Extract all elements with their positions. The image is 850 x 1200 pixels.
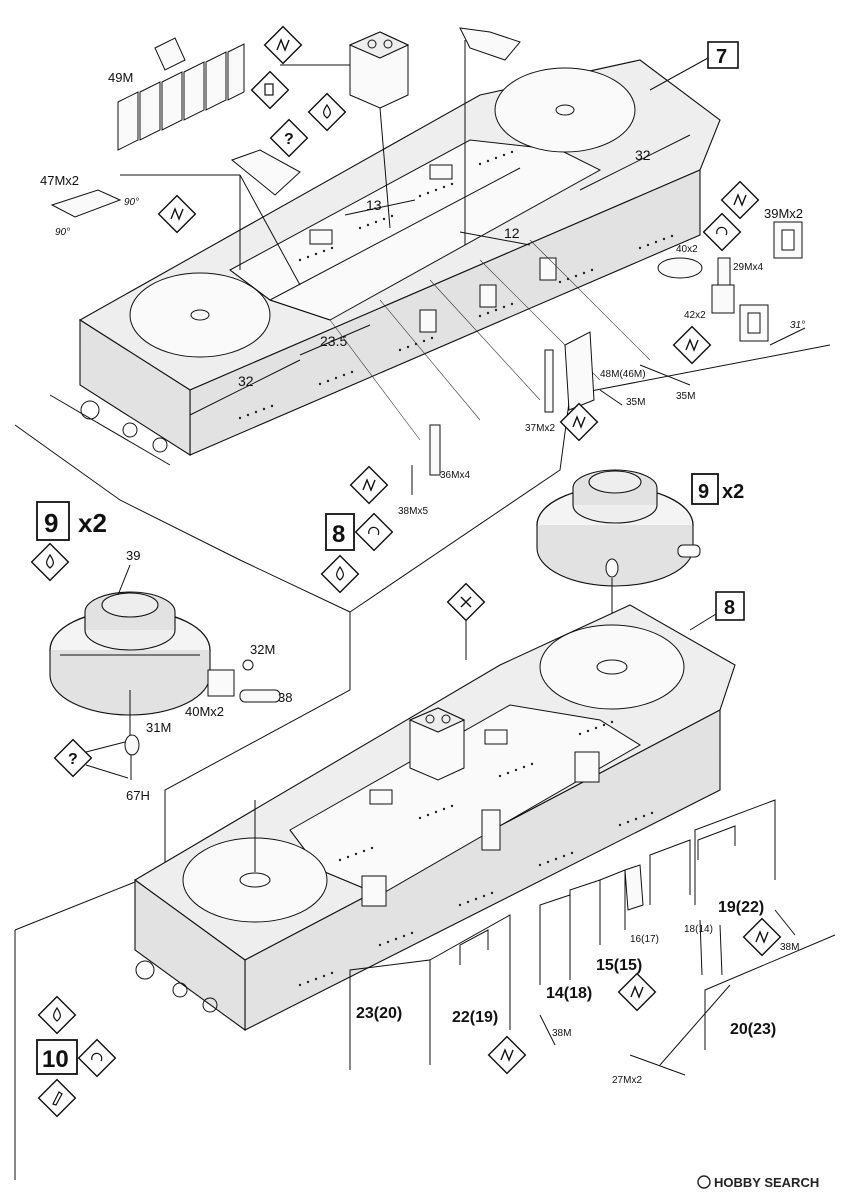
label-37Mx2: 37Mx2 bbox=[525, 423, 555, 434]
turret-ring-front bbox=[129, 272, 271, 358]
label-39Mx2: 39Mx2 bbox=[764, 206, 803, 221]
side-armor-guides bbox=[329, 239, 651, 476]
question-icon-upper: ? bbox=[269, 118, 309, 158]
label-22-19: 22(19) bbox=[452, 1009, 498, 1026]
label-29Mx4: 29Mx4 bbox=[733, 262, 763, 273]
glue-icon-lower-2 bbox=[617, 972, 657, 1012]
hull-lower-assembly bbox=[133, 604, 736, 1032]
dimension-13: 13 bbox=[366, 197, 382, 213]
glue-icon-upper-3 bbox=[720, 180, 760, 220]
brush-icon-step10 bbox=[37, 1078, 77, 1118]
glue-icon-lower-1 bbox=[742, 917, 782, 957]
hull-upper-assembly bbox=[49, 59, 721, 466]
label-38Mx5: 38Mx5 bbox=[398, 506, 428, 517]
turret-left bbox=[49, 564, 281, 780]
rotate-icon-upper bbox=[702, 212, 742, 252]
svg-text:9: 9 bbox=[698, 481, 709, 503]
step-10-badge: 10 bbox=[36, 1039, 78, 1075]
label-36Mx4: 36Mx4 bbox=[440, 470, 470, 481]
leader-lines-upper bbox=[120, 27, 521, 286]
turret-right-assembled bbox=[536, 469, 701, 665]
label-19-22: 19(22) bbox=[718, 899, 764, 916]
rear-hatch-parts: 39Mx2 40x2 29Mx4 42x2 31° 48M(46M) 35M 3… bbox=[398, 206, 806, 517]
step-9-left-badge: 9 x2 bbox=[36, 501, 107, 541]
dimension-32-bottom: 32 bbox=[238, 373, 254, 389]
step-8-main-badge: 8 bbox=[689, 591, 745, 631]
rotate-icon-step10 bbox=[77, 1038, 117, 1078]
svg-text:?: ? bbox=[284, 131, 294, 148]
label-38M-right: 38M bbox=[780, 942, 799, 953]
dimension-12: 12 bbox=[504, 225, 520, 241]
label-16-17: 16(17) bbox=[630, 934, 659, 945]
step-8-top-badge: 8 bbox=[325, 513, 355, 551]
label-27Mx2: 27Mx2 bbox=[612, 1075, 642, 1086]
drop-icon-step8 bbox=[320, 554, 360, 594]
label-48M: 48M(46M) bbox=[600, 369, 646, 380]
svg-text:90°: 90° bbox=[55, 227, 70, 238]
svg-text:?: ? bbox=[68, 751, 78, 768]
glue-icon-upper-5 bbox=[559, 402, 599, 442]
svg-text:8: 8 bbox=[332, 521, 345, 548]
svg-text:9: 9 bbox=[44, 508, 58, 538]
svg-text:8: 8 bbox=[724, 597, 735, 619]
label-67H: 67H bbox=[126, 788, 150, 803]
turret-ring-rear bbox=[494, 67, 636, 153]
label-38M-left: 38M bbox=[552, 1028, 571, 1039]
label-35M-a: 35M bbox=[626, 397, 645, 408]
drop-icon-upper bbox=[307, 92, 347, 132]
rotate-icon-step8 bbox=[354, 512, 394, 552]
svg-text:31°: 31° bbox=[790, 320, 805, 331]
dimension-32-top: 32 bbox=[635, 147, 651, 163]
glue-icon-upper-1 bbox=[263, 25, 303, 65]
label-38: 38 bbox=[278, 690, 292, 705]
label-35M-b: 35M bbox=[676, 391, 695, 402]
label-39: 39 bbox=[126, 548, 140, 563]
svg-text:90°: 90° bbox=[124, 197, 139, 208]
label-40x2: 40x2 bbox=[676, 244, 698, 255]
glue-icon-upper-6 bbox=[349, 465, 389, 505]
label-23-20: 23(20) bbox=[356, 1005, 402, 1022]
drop-icon-step9 bbox=[30, 542, 70, 582]
label-32M: 32M bbox=[250, 642, 275, 657]
step-9-right-badge: 9 x2 bbox=[691, 473, 744, 505]
svg-text:x2: x2 bbox=[78, 508, 107, 538]
paint-icon-upper bbox=[250, 70, 290, 110]
part-49M-plates: 49M bbox=[108, 37, 245, 151]
svg-text:10: 10 bbox=[42, 1046, 69, 1073]
svg-text:HOBBY SEARCH: HOBBY SEARCH bbox=[714, 1175, 819, 1190]
label-47Mx2: 47Mx2 bbox=[40, 173, 79, 188]
glue-icon-lower-3 bbox=[487, 1035, 527, 1075]
lower-side-panels bbox=[349, 799, 836, 1076]
part-cupola-upper bbox=[348, 31, 410, 229]
dimension-23-5: 23.5 bbox=[320, 333, 347, 349]
label-31M: 31M bbox=[146, 720, 171, 735]
drop-icon-step10 bbox=[37, 995, 77, 1035]
label-42x2: 42x2 bbox=[684, 310, 706, 321]
svg-text:x2: x2 bbox=[722, 481, 744, 503]
label-18-14: 18(14) bbox=[684, 924, 713, 935]
svg-text:7: 7 bbox=[716, 46, 727, 68]
dimension-lines-upper bbox=[189, 134, 691, 416]
label-49M: 49M bbox=[108, 70, 133, 85]
label-40Mx2: 40Mx2 bbox=[185, 704, 224, 719]
watermark: HOBBY SEARCH bbox=[697, 1175, 819, 1190]
label-15-15: 15(15) bbox=[596, 957, 642, 974]
question-icon-step9: ? bbox=[53, 738, 93, 778]
part-47M-plate: 47Mx2 90° 90° bbox=[40, 173, 139, 238]
glue-icon-upper-2 bbox=[157, 194, 197, 234]
label-14-18: 14(18) bbox=[546, 985, 592, 1002]
label-20-23: 20(23) bbox=[730, 1021, 776, 1038]
step-7-badge: 7 bbox=[649, 41, 739, 91]
section-dividers bbox=[14, 344, 831, 1180]
turret-ring-lower-rear bbox=[539, 624, 685, 710]
watch-icon-step8 bbox=[446, 582, 486, 622]
glue-icon-upper-4 bbox=[672, 325, 712, 365]
